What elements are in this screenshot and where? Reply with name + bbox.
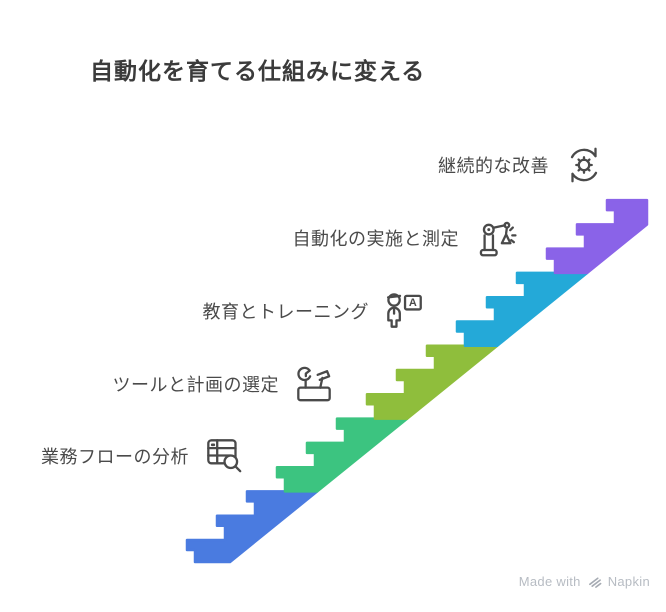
robot-arm-icon	[471, 215, 517, 261]
refresh-gear-icon	[561, 142, 607, 188]
table-search-icon	[201, 433, 247, 479]
step-row-2: ツールと計画の選定	[113, 361, 338, 407]
toolbox-icon	[291, 361, 337, 407]
step-label: ツールと計画の選定	[112, 374, 279, 395]
training-board-icon: A	[381, 288, 427, 334]
step-label: 継続的な改善	[438, 156, 549, 177]
stair-segment-1	[185, 490, 319, 564]
footer-made-with-text: Made with	[518, 574, 581, 589]
step-label: 自動化の実施と測定	[292, 228, 459, 249]
stair-segment-2	[275, 417, 409, 493]
step-row-1: 業務フローの分析	[41, 433, 247, 479]
step-row-3: 教育とトレーニング A	[203, 288, 428, 334]
step-label: 業務フローの分析	[41, 447, 189, 468]
step-label: 教育とトレーニング	[202, 301, 369, 322]
svg-text:A: A	[409, 297, 417, 309]
footer-credit: Made with Napkin	[519, 574, 650, 589]
stair-segment-5	[545, 198, 649, 275]
stair-segment-3	[365, 344, 499, 420]
step-row-5: 継続的な改善	[438, 142, 607, 188]
napkin-logo-icon	[587, 574, 602, 589]
footer-brand-text: Napkin	[607, 574, 650, 589]
page-title: 自動化を育てる仕組みに変える	[90, 58, 426, 84]
step-row-4: 自動化の実施と測定	[293, 215, 518, 261]
stair-segment-4	[455, 271, 589, 348]
